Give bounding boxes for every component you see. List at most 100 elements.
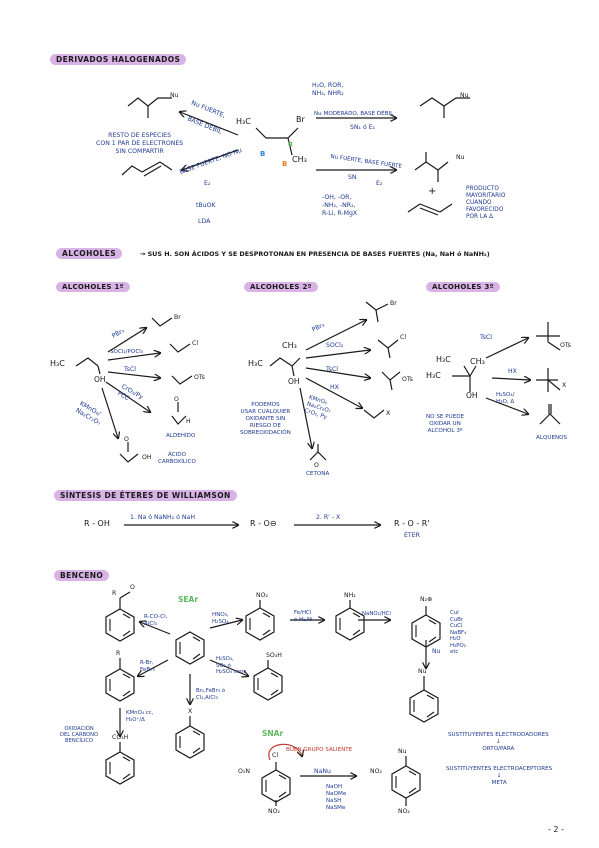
alc2-cl: Cl — [400, 334, 407, 341]
alc3-tscl: TsCl — [480, 334, 493, 341]
halo-br: Br — [296, 115, 305, 124]
halo-tbuok: tBuOK — [196, 202, 216, 209]
alc2-substrate — [269, 357, 301, 367]
subheader-secondary-alcohols: ALCOHOLES 2º — [244, 282, 318, 292]
alc2-oh: OH — [288, 377, 300, 386]
halo-nu-moderado: Nu MODERADO, BASE DÉBIL — [314, 111, 394, 117]
halo-product-sn2-left — [127, 97, 172, 107]
benz-snar-cl: Cl — [272, 752, 279, 759]
subheader-tertiary-alcohols: ALCOHOLES 3º — [426, 282, 500, 292]
alc1-acid-oh: OH — [142, 454, 152, 461]
benz-acceptor-note: SUSTITUYENTES ELECTROACEPTORES ↓ META — [446, 766, 553, 786]
alc3-no-oxid-note: NO SE PUEDE OXIDAR UN ALCOHOL 3º — [426, 414, 465, 434]
halo-sn1-e1: SN₁ ó E₁ — [350, 124, 376, 131]
alcohol-acidity-note: → SUS H. SON ÁCIDOS Y SE DESPROTONAN EN … — [140, 250, 490, 258]
benz-nitration-reagents: HNO₃, H₂SO₄ — [212, 612, 229, 625]
benz-sandmeyer-list: CuI CuBr CuCl NaBF₄ H₂O H₃PO₂ etc — [450, 610, 467, 655]
section-header-williamson: SÍNTESIS DE ÉTERES DE WILLIAMSON — [54, 490, 237, 501]
benz-acylation-reagents: R-CO-Cl, AlCl₃ — [144, 614, 168, 627]
subheader-primary-alcohols: ALCOHOLES 1º — [56, 282, 130, 292]
benz-snar-o2n: O₂N — [238, 768, 250, 775]
alc1-acid-o: O — [124, 436, 129, 443]
benz-snar-label: SNAr — [262, 729, 284, 738]
alc1-socl2: SOCl₂/POCl₃ — [110, 349, 144, 355]
alc2-ch3: CH₃ — [282, 341, 297, 350]
halo-e2-right: E₂ — [376, 180, 383, 187]
halo-e2-left: E₂ — [204, 180, 211, 187]
benz-snar-product-no2-bottom: NO₂ — [398, 808, 410, 815]
benz-snar-product-no2: NO₂ — [370, 768, 382, 775]
alc3-ch3: CH₃ — [470, 357, 485, 366]
alc1-tscl: TsCl — [124, 366, 137, 373]
benz-co2h: CO₂H — [112, 734, 129, 741]
alc1-oh: OH — [94, 375, 106, 384]
halo-h3c: H₃C — [236, 117, 251, 126]
alc2-hx: HX — [330, 384, 339, 391]
williamson-alkoxide: R - O⊖ — [250, 519, 277, 528]
alc1-cl: Cl — [192, 340, 199, 347]
alc1-substrate — [75, 357, 99, 367]
halo-ch3: CH₃ — [292, 155, 307, 164]
benz-acyl-o: O — [130, 584, 135, 591]
alc1-aldehyde-o: O — [174, 396, 179, 403]
alc2-x: X — [386, 410, 391, 417]
halo-nu-left: Nu — [170, 92, 179, 99]
halo-nu-top-right: Nu — [460, 92, 469, 99]
alc3-alquenos-label: ALQUENOS — [536, 435, 568, 441]
page-number: - 2 - — [548, 825, 564, 834]
halo-beta-right: B — [282, 160, 288, 168]
alc3-hx: HX — [508, 368, 517, 375]
benz-alkylation-reagents: R-Br, FeBr₃ — [140, 660, 155, 673]
alc1-br: Br — [174, 314, 181, 321]
benz-nh2: NH₂ — [344, 592, 356, 599]
benz-sulfonation-reagents: H₂SO₄, SO₃ ó H₂SO₄ conc — [216, 656, 247, 675]
alc2-ketone-o: O — [314, 462, 319, 469]
halo-producto-note: PRODUCTO MAYORITARIO CUANDO FAVORECIDO P… — [466, 186, 506, 220]
benz-x: X — [188, 708, 193, 715]
alc2-br: Br — [390, 300, 397, 307]
benz-diazonium: N₂⊕ — [420, 596, 433, 603]
benz-snar-no2-bottom: NO₂ — [268, 808, 280, 815]
alc3-h3c-top: H₃C — [436, 355, 451, 364]
halo-alpha: α — [288, 140, 293, 148]
alc2-ots: OTs — [402, 376, 413, 383]
alc2-cetona-label: CETONA — [306, 471, 330, 477]
williamson-step2: 2. R' - X — [316, 514, 341, 521]
benz-sear-label: SEAr — [178, 595, 199, 604]
benz-nu-reagent: Nu — [432, 648, 441, 655]
alc1-h3c: H₃C — [50, 359, 65, 368]
williamson-ether: R - O - R' — [394, 519, 430, 528]
benz-snar-product-nu: Nu — [398, 748, 407, 755]
williamson-eter-label: ÉTER — [404, 532, 420, 539]
benz-reduction-reagents: Fe/HCl ó H₂,Ni — [294, 610, 313, 623]
benz-nanu: NaNu — [314, 768, 331, 775]
benz-alkyl-r: R — [116, 650, 121, 657]
alc2-h3c: H₃C — [248, 359, 263, 368]
section-header-benzene: BENCENO — [54, 570, 110, 581]
halo-weak-reagents: H₂O, ROR, NH₃, NHR₂ — [312, 82, 344, 97]
alc2-tscl: TsCl — [326, 366, 339, 373]
benz-halogenation-reagents: Br₂,FeBr₃ ó Cl₂,AlCl₃ — [196, 688, 225, 701]
benz-so3h: SO₃H — [266, 652, 282, 659]
halo-nu-sn-product: Nu — [456, 154, 465, 161]
halo-plus: + — [428, 186, 437, 197]
alc1-ots: OTs — [194, 374, 205, 381]
alc3-x: X — [562, 382, 567, 389]
halo-sn: SN — [348, 174, 357, 181]
halo-strong-nucleophiles: -OH, -OR, -NH₂, -NR₂, R-Li, R-MgX — [322, 194, 358, 217]
benz-oxidation-note: OXIDACIÓN DEL CARBONO BENCÍLICO — [60, 726, 99, 744]
williamson-alcohol: R - OH — [84, 519, 110, 528]
section-header-alcohols: ALCOHOLES — [56, 248, 123, 259]
benz-donor-note: SUSTITUYENTES ELECTRODADORES ↓ ORTO/PARA — [448, 732, 549, 752]
benz-snar-nucleophiles: NaOH NaOMe NaSH NaSMe — [326, 784, 347, 811]
alc2-socl2: SOCl₂ — [326, 342, 344, 349]
benz-buen-grupo-note: BUEN GRUPO SALIENTE — [286, 747, 353, 753]
alc2-podemos-note: PODEMOS USAR CUALQUIER OXIDANTE SIN RIES… — [240, 402, 291, 436]
alc3-h2so4: H₂SO₄/ H₃O, Δ — [496, 392, 515, 405]
benz-nu-product: Nu — [418, 668, 427, 675]
halo-beta-left: B — [260, 150, 266, 158]
benz-no2: NO₂ — [256, 592, 268, 599]
alc3-ots: OTs — [560, 342, 571, 349]
alc3-oh: OH — [466, 391, 478, 400]
